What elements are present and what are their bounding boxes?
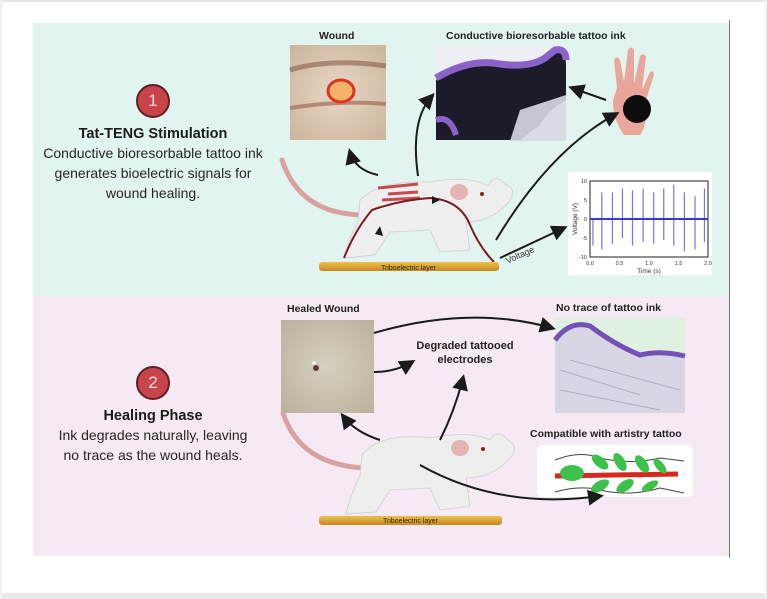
- frame-top-border: [0, 0, 767, 2]
- x-tick-label: 0.0: [586, 261, 594, 267]
- mouse-illustration-healing: [280, 410, 515, 515]
- arrow-to-ink: [414, 93, 435, 177]
- step-2-badge: 2: [136, 366, 170, 400]
- no-trace-label: No trace of tattoo ink: [556, 302, 662, 314]
- step-2-description: Ink degrades naturally, leaving no trace…: [58, 427, 248, 463]
- healed-wound-photo: [281, 320, 374, 413]
- artistry-tattoo-illustration: [537, 445, 693, 497]
- ink-label: Conductive bioresorbable tattoo ink: [446, 30, 626, 42]
- artistry-tattoo-label: Compatible with artistry tattoo: [530, 428, 682, 440]
- triboelectric-label-1: Triboelectric layer: [381, 265, 436, 272]
- y-tick-label: 10: [581, 179, 587, 185]
- healed-wound-label: Healed Wound: [287, 303, 360, 315]
- y-tick-label: 5: [584, 198, 587, 204]
- x-tick-label: 0.5: [616, 261, 624, 267]
- y-axis-label: Voltage (V): [572, 203, 579, 235]
- y-tick-label: -5: [582, 236, 587, 242]
- frame-left-border: [0, 0, 2, 599]
- no-trace-histology-image: [553, 318, 686, 413]
- arrow-to-wound: [345, 148, 379, 176]
- arrow-to-artistry: [419, 464, 604, 506]
- step-2: 2 Healing Phase Ink degrades naturally, …: [33, 366, 273, 465]
- y-tick-label: 0: [584, 217, 587, 223]
- arrow-to-degraded-label: [373, 359, 416, 375]
- y-tick-label: -10: [579, 255, 587, 261]
- wound-photo: [289, 45, 387, 140]
- arrow-to-voltage-chart: [499, 225, 568, 259]
- ink-histology-image: [434, 46, 570, 141]
- frame-right-border: [765, 0, 767, 599]
- step-1-description: Conductive bioresorbable tattoo ink gene…: [43, 145, 263, 201]
- x-tick-label: 1.0: [645, 261, 653, 267]
- x-tick-label: 1.5: [675, 261, 683, 267]
- step-1-title: Tat-TENG Stimulation: [78, 126, 228, 142]
- mouse-illustration-stimulation: [279, 157, 514, 263]
- step-1: 1 Tat-TENG Stimulation Conductive biores…: [33, 84, 273, 203]
- arrow-hand-to-ink: [568, 84, 607, 101]
- divider-line: [729, 20, 730, 558]
- degraded-electrodes-label: Degraded tattooed electrodes: [416, 340, 514, 366]
- x-tick-label: 2.0: [704, 261, 712, 267]
- x-axis-label: Time (s): [637, 268, 661, 275]
- step-1-badge: 1: [136, 84, 170, 118]
- triboelectric-layer-1: [319, 262, 499, 271]
- wound-label: Wound: [319, 30, 355, 42]
- arrow-to-no-trace: [373, 316, 556, 334]
- arrow-mouse-to-degraded: [439, 374, 468, 441]
- step-2-title: Healing Phase: [103, 408, 203, 424]
- frame-bottom-border: [0, 593, 767, 599]
- triboelectric-label-2: Triboelectric layer: [383, 518, 438, 525]
- triboelectric-layer-2: [319, 516, 502, 525]
- arrow-to-healed-wound: [340, 412, 381, 441]
- arrow-to-hand: [495, 112, 620, 241]
- hand-with-tattoo-illustration: [612, 47, 654, 135]
